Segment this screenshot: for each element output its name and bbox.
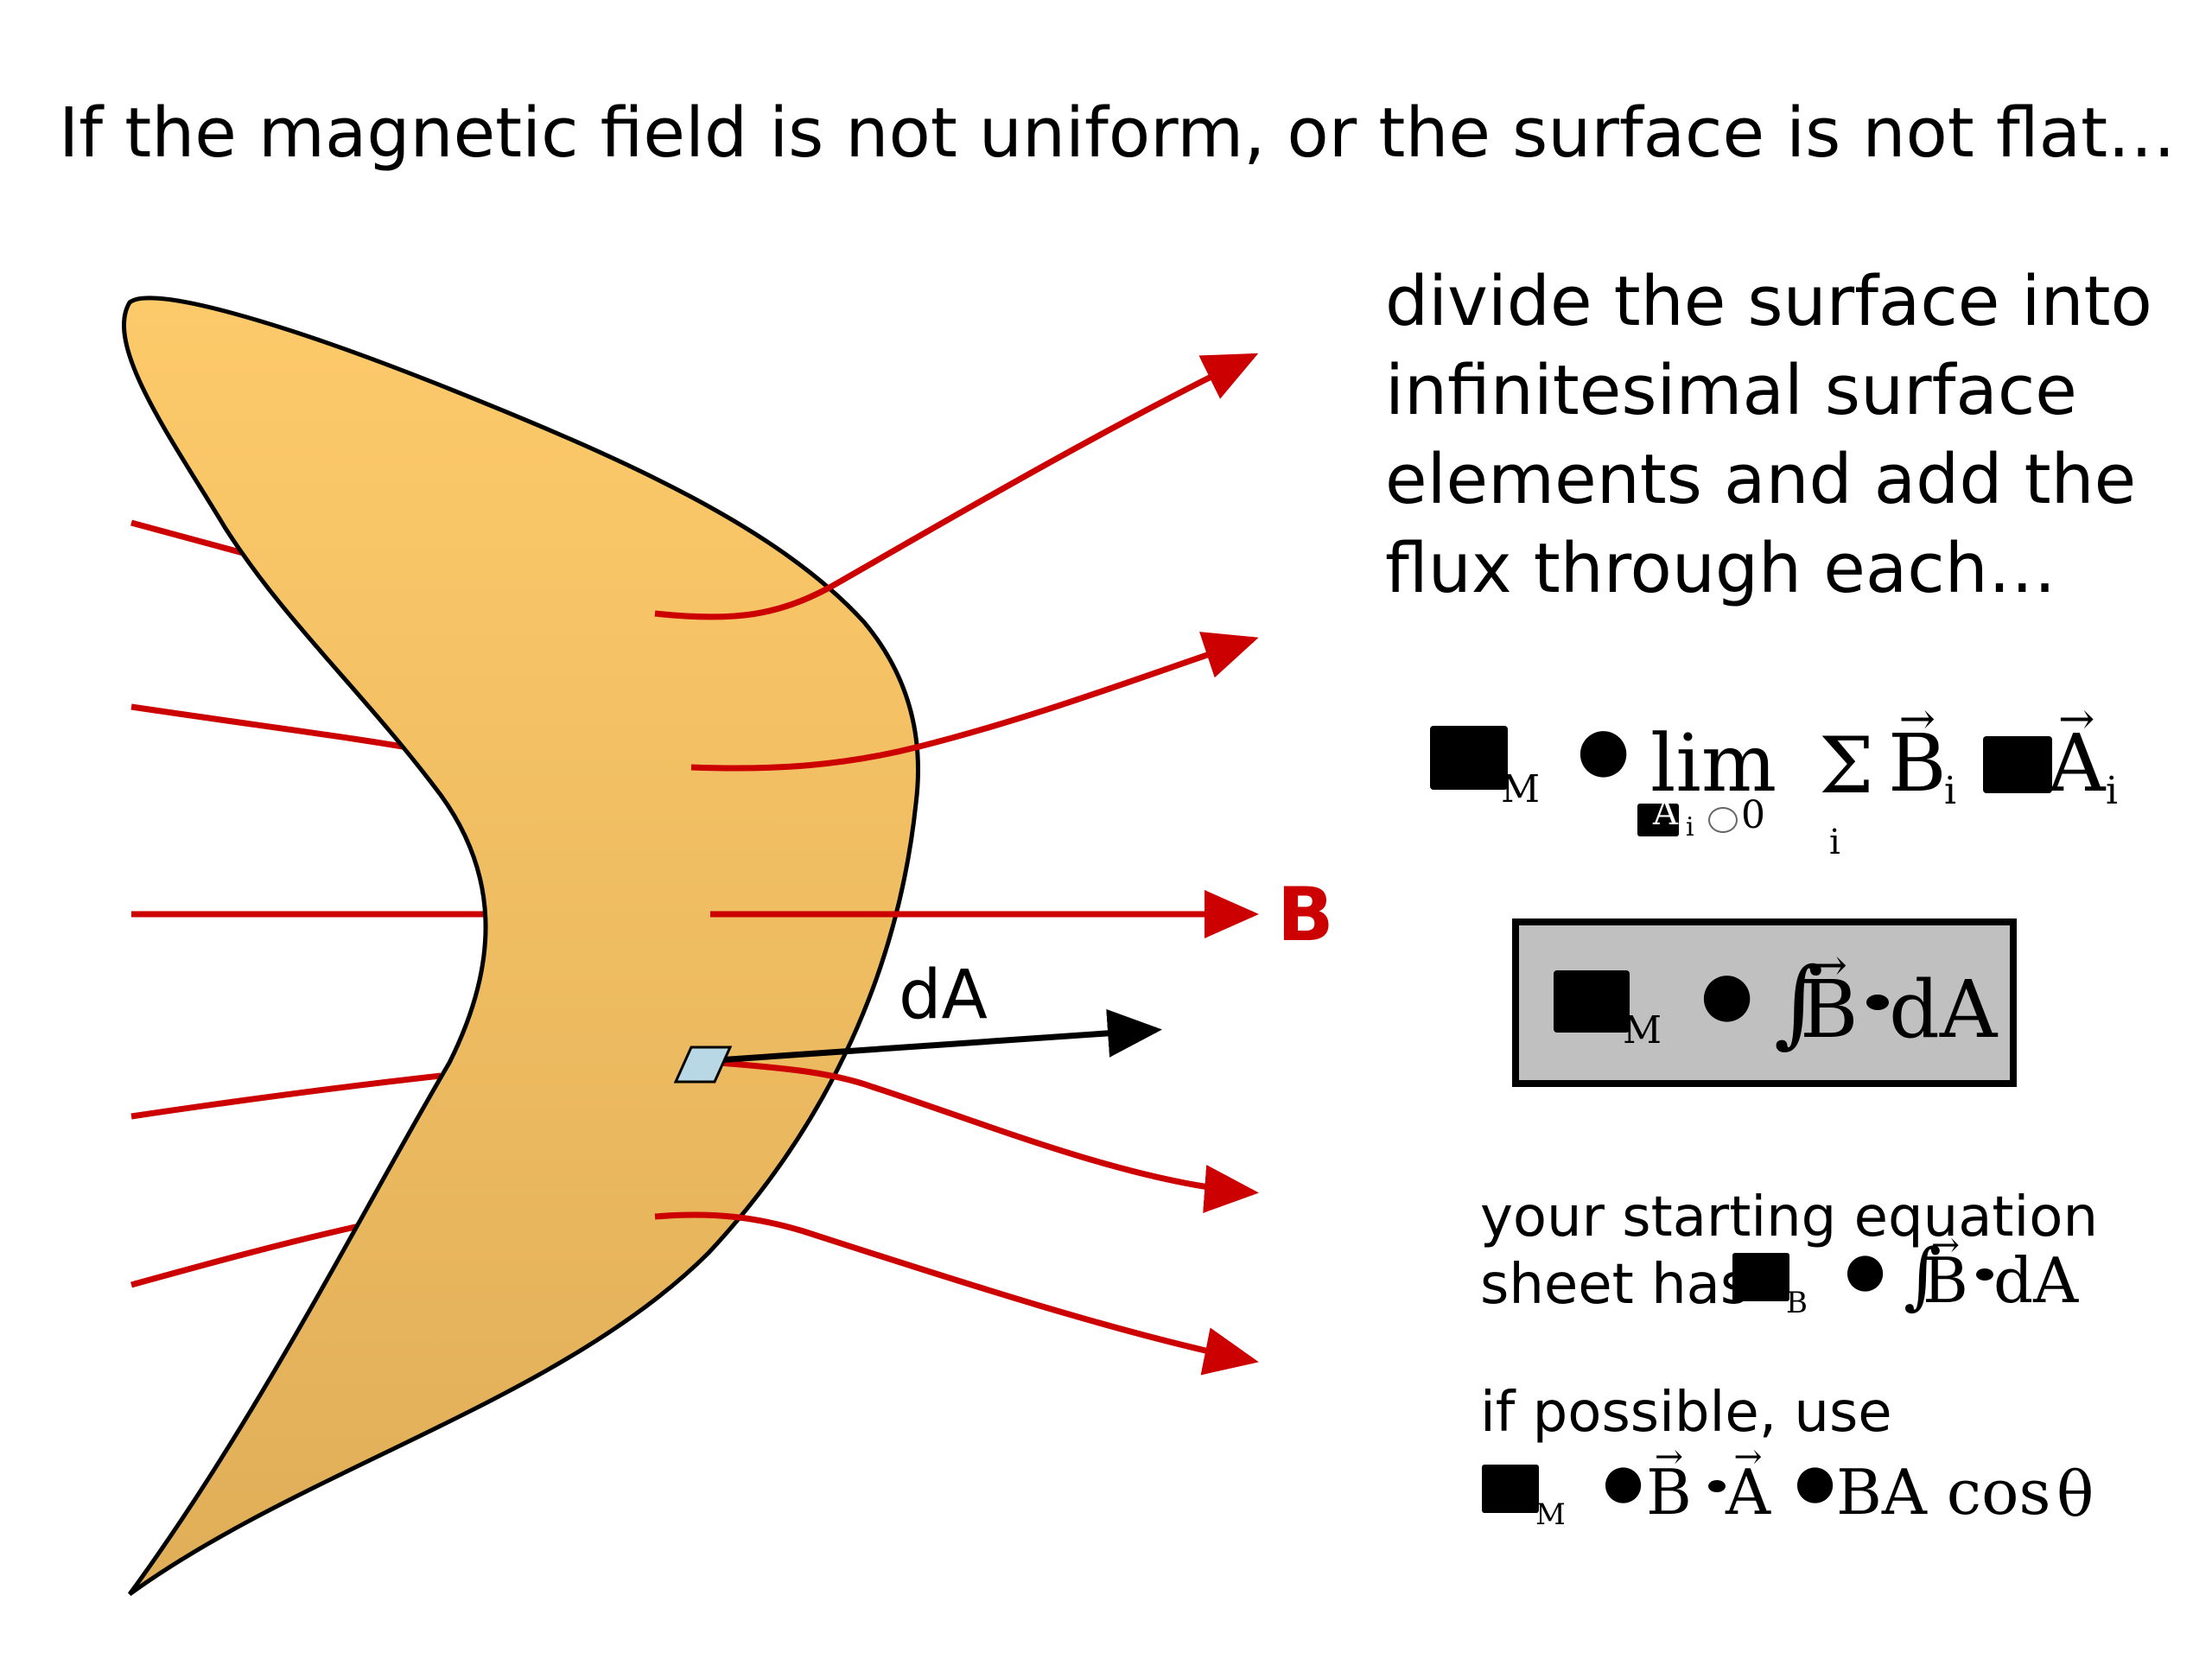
flux-subscript: M xyxy=(1501,767,1541,811)
field-lines-behind xyxy=(130,519,484,1288)
field-B-sub: i xyxy=(1944,769,1957,813)
possible-flux-subscript: M xyxy=(1535,1497,1566,1532)
possible-bullet-2: ● xyxy=(1795,1454,1836,1509)
summation-icon: Σ xyxy=(1819,721,1874,811)
area-vector-dA xyxy=(703,1008,1162,1065)
field-lines-front xyxy=(654,353,1259,1376)
possible-dot-icon xyxy=(1708,1480,1726,1492)
boxed-bullet: ● xyxy=(1700,958,1754,1029)
limit-sub-A: A xyxy=(1653,793,1678,833)
approaches-icon xyxy=(1708,807,1738,833)
boxed-B: B xyxy=(1800,963,1859,1056)
limit-sub-i: i xyxy=(1686,812,1694,842)
slide-title: If the magnetic field is not uniform, or… xyxy=(59,93,2177,173)
instruction-line-1: divide the surface into xyxy=(1385,262,2152,341)
limit-sub-zero: 0 xyxy=(1741,793,1765,837)
flux-phi-icon-sheet xyxy=(1732,1253,1789,1301)
boxed-flux-subscript: M xyxy=(1623,1008,1662,1052)
limit-bullet: ● xyxy=(1577,714,1630,785)
sheet-note-line-2: sheet has xyxy=(1480,1253,1750,1317)
field-line-back-1 xyxy=(130,519,260,561)
area-A-i: A xyxy=(2048,717,2105,810)
sum-index: i xyxy=(1829,823,1840,862)
boxed-dA: dA xyxy=(1889,963,1998,1056)
surface-element xyxy=(673,1046,733,1084)
possible-B: B xyxy=(1646,1456,1692,1529)
instruction-text: divide the surface into infinitesimal su… xyxy=(1385,257,2152,613)
field-line-4 xyxy=(695,1058,1259,1213)
limit-operator: lim xyxy=(1650,717,1777,810)
sheet-dot-icon xyxy=(1976,1268,1993,1281)
sheet-note-line-1: your starting equation xyxy=(1480,1185,2098,1249)
curved-surface xyxy=(122,296,920,1597)
area-A-sub: i xyxy=(2106,769,2119,813)
instruction-line-4: flux through each… xyxy=(1385,529,2056,608)
possible-rhs: BA cos xyxy=(1836,1456,2051,1529)
flux-phi-icon-possible xyxy=(1482,1465,1539,1513)
sheet-flux-subscript: B xyxy=(1786,1286,1808,1320)
possible-note: if possible, use xyxy=(1480,1381,1892,1445)
sheet-dA: dA xyxy=(1993,1244,2079,1317)
dot-product-icon xyxy=(1866,995,1889,1010)
element-label-dA: dA xyxy=(899,957,988,1034)
theta-icon: θ xyxy=(2056,1458,2094,1530)
instruction-line-3: elements and add the xyxy=(1385,440,2137,519)
field-label-B: B xyxy=(1277,872,1334,958)
possible-bullet-1: ● xyxy=(1603,1454,1644,1509)
field-line-back-4 xyxy=(130,1072,442,1120)
field-B-i: B xyxy=(1888,717,1947,810)
delta-area-icon xyxy=(1637,804,1679,836)
field-line-1 xyxy=(654,353,1259,620)
possible-A: A xyxy=(1726,1456,1770,1529)
flux-phi-icon xyxy=(1430,726,1508,790)
sheet-B: B xyxy=(1923,1244,1968,1317)
field-line-back-5 xyxy=(130,1222,364,1288)
instruction-line-2: infinitesimal surface xyxy=(1385,351,2077,430)
sheet-bullet: ● xyxy=(1845,1243,1886,1297)
flux-phi-icon-boxed xyxy=(1554,970,1630,1033)
boxed-equation: M ● ∫ B dA xyxy=(1512,918,2017,1087)
field-line-2 xyxy=(690,632,1259,772)
field-line-5 xyxy=(654,1211,1259,1376)
delta-area-icon-2 xyxy=(1983,736,2052,793)
